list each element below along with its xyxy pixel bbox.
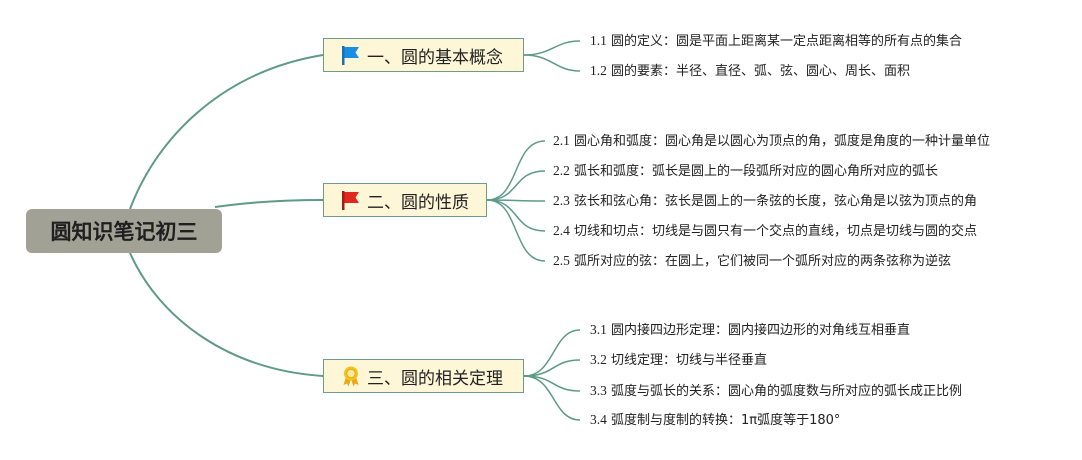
connector-leaf-2-2	[486, 170, 546, 201]
leaf-item-2-4[interactable]: 2.4 切线和切点：切线是与圆只有一个交点的直线，切点是切线与圆的交点	[553, 222, 977, 241]
leaf-item-3-2[interactable]: 3.2 切线定理：切线与半径垂直	[590, 351, 767, 370]
leaf-number: 3.3	[590, 383, 607, 398]
connector-leaf-3-4	[523, 375, 581, 421]
leaf-text: 切线定理：切线与半径垂直	[611, 353, 768, 368]
leaf-item-3-3[interactable]: 3.3 弧度与弧长的关系：圆心角的弧度数与所对应的弧长成正比例	[590, 382, 962, 401]
award-ribbon-icon	[343, 366, 359, 387]
leaf-item-3-1[interactable]: 3.1 圆内接四边形定理：圆内接四边形的对角线互相垂直	[590, 321, 910, 340]
branch-label-1: 一、圆的基本概念	[367, 47, 503, 68]
leaf-text: 弧度与弧长的关系：圆心角的弧度数与所对应的弧长成正比例	[611, 384, 963, 399]
branch-topic-3[interactable]: 三、圆的相关定理	[323, 359, 524, 393]
leaf-text: 弧长和弧度：弧长是圆上的一段弧所对应的圆心角所对应的弧长	[574, 164, 939, 179]
branch-topic-1[interactable]: 一、圆的基本概念	[323, 38, 524, 72]
connector-leaf-1-2	[523, 54, 581, 72]
connector-leaf-3-2	[523, 359, 581, 377]
branch-label-3: 三、圆的相关定理	[367, 368, 503, 389]
blue-flag-icon	[342, 46, 359, 65]
leaf-text: 切线和切点：切线是与圆只有一个交点的直线，切点是切线与圆的交点	[574, 224, 978, 239]
connector-leaf-2-4	[486, 199, 546, 232]
branch-topic-2[interactable]: 二、圆的性质	[323, 183, 487, 217]
leaf-text: 圆的要素：半径、直径、弧、弦、圆心、周长、面积	[611, 64, 911, 79]
leaf-number: 3.4	[590, 412, 607, 427]
leaf-number: 2.5	[553, 253, 570, 268]
leaf-number: 1.2	[590, 63, 607, 78]
leaf-number: 2.2	[553, 163, 570, 178]
leaf-item-1-2[interactable]: 1.2 圆的要素：半径、直径、弧、弦、圆心、周长、面积	[590, 62, 910, 81]
connector-leaf-1-1	[523, 40, 581, 56]
leaf-item-3-4[interactable]: 3.4 弧度制与度制的转换：1π弧度等于180°	[590, 411, 840, 430]
connector-leaf-2-1	[486, 140, 546, 201]
connector-leaf-3-1	[523, 329, 581, 377]
leaf-item-2-1[interactable]: 2.1 圆心角和弧度：圆心角是以圆心为顶点的角，弧度是角度的一种计量单位	[553, 132, 990, 151]
connector-root-branch-2	[214, 199, 324, 208]
leaf-item-1-1[interactable]: 1.1 圆的定义：圆是平面上距离某一定点距离相等的所有点的集合	[590, 32, 962, 51]
leaf-text: 弧度制与度制的转换：1π弧度等于180°	[611, 413, 841, 428]
leaf-item-2-2[interactable]: 2.2 弧长和弧度：弧长是圆上的一段弧所对应的圆心角所对应的弧长	[553, 162, 938, 181]
red-flag-icon	[342, 191, 359, 210]
leaf-text: 弦长和弦心角：弦长是圆上的一条弦的长度，弦心角是以弦为顶点的角	[574, 194, 978, 209]
leaf-text: 圆内接四边形定理：圆内接四边形的对角线互相垂直	[611, 323, 911, 338]
leaf-number: 2.3	[553, 193, 570, 208]
leaf-text: 弧所对应的弦：在圆上，它们被同一个弧所对应的两条弦称为逆弦	[574, 254, 952, 269]
leaf-number: 1.1	[590, 33, 607, 48]
connector-root-branch-1	[129, 54, 324, 210]
branch-label-2: 二、圆的性质	[367, 192, 469, 213]
leaf-text: 圆的定义：圆是平面上距离某一定点距离相等的所有点的集合	[611, 34, 963, 49]
leaf-item-2-3[interactable]: 2.3 弦长和弦心角：弦长是圆上的一条弦的长度，弦心角是以弦为顶点的角	[553, 192, 977, 211]
leaf-number: 3.2	[590, 352, 607, 367]
leaf-number: 2.4	[553, 223, 570, 238]
connector-leaf-3-3	[523, 375, 581, 392]
connector-leaf-2-5	[486, 199, 546, 262]
root-title: 圆知识笔记初三	[50, 220, 198, 244]
leaf-item-2-5[interactable]: 2.5 弧所对应的弦：在圆上，它们被同一个弧所对应的两条弦称为逆弦	[553, 252, 951, 271]
leaf-number: 2.1	[553, 133, 570, 148]
connector-root-branch-3	[129, 252, 324, 377]
leaf-text: 圆心角和弧度：圆心角是以圆心为顶点的角，弧度是角度的一种计量单位	[574, 134, 991, 149]
root-topic[interactable]: 圆知识笔记初三	[26, 209, 222, 253]
leaf-number: 3.1	[590, 322, 607, 337]
